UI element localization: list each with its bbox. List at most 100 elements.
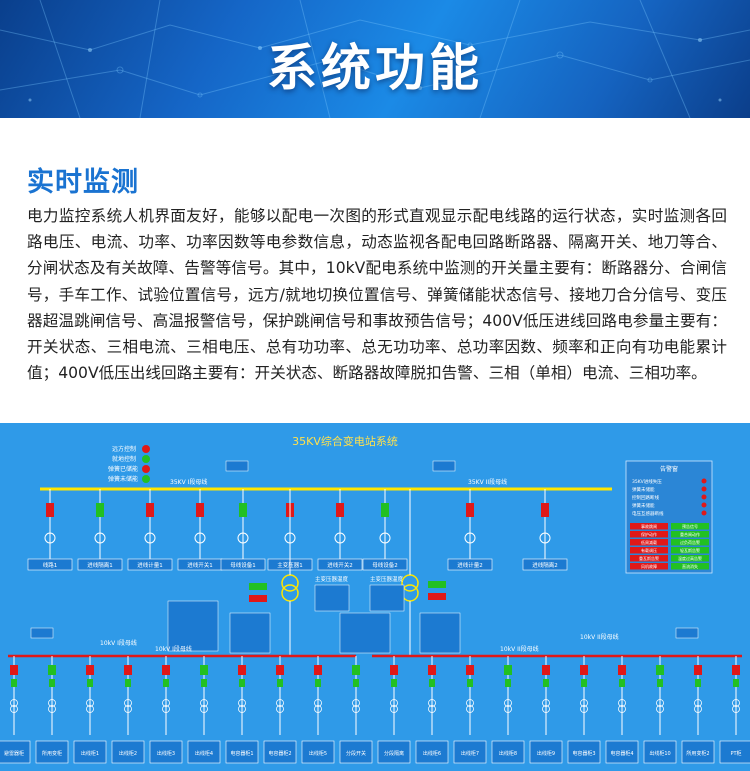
top-feeder-label: 母线设备2 <box>372 561 398 569</box>
bottom-feeder: 出线柜5 <box>301 656 335 764</box>
breaker[interactable] <box>46 503 54 517</box>
alarm-status-label: 风机故障 <box>641 563 657 569</box>
breaker[interactable] <box>732 665 740 675</box>
breaker[interactable] <box>466 503 474 517</box>
breaker[interactable] <box>86 665 94 675</box>
bottom-feeder-label: 出线柜3 <box>157 750 175 757</box>
bus-10kv-ii-label: 10kV II段母线 <box>580 633 619 641</box>
top-feeder: 进线隔离2 <box>522 489 568 571</box>
top-feeder-label: 进线计量1 <box>137 561 163 569</box>
transformer-1: 主变压器温度 <box>249 489 350 655</box>
breaker[interactable] <box>196 503 204 517</box>
legend-uncharged: 弹簧未储能 <box>108 475 138 483</box>
meter-block-left <box>167 600 219 652</box>
breaker[interactable] <box>580 665 588 675</box>
alarm-status-cell <box>630 531 668 538</box>
bottom-feeder-label: 电容器柜3 <box>572 750 595 757</box>
breaker[interactable] <box>542 665 550 675</box>
bottom-feeder: 出线柜3 <box>149 656 183 764</box>
meter-block-right <box>339 612 391 654</box>
alarm-lamp <box>701 502 707 508</box>
scada-title: 35KV综合变电站系统 <box>292 434 398 448</box>
top-feeder: 母线设备2 <box>362 489 408 571</box>
breaker[interactable] <box>276 665 284 675</box>
top-feeder: 进线隔离1 <box>77 489 123 571</box>
alarm-status-cell <box>630 547 668 554</box>
breaker[interactable] <box>162 665 170 675</box>
bottom-feeder-label: 所用变柜2 <box>686 750 709 757</box>
alarm-status-label: 温度过高告警 <box>678 555 702 561</box>
bottom-feeder: 所用变柜2 <box>681 656 715 764</box>
bottom-feeder: 出线柜8 <box>491 656 525 764</box>
top-feeder: 进线开关2 <box>317 489 363 571</box>
top-feeder: 线路1 <box>27 489 73 571</box>
top-feeder-label: 母线设备1 <box>230 561 256 569</box>
alarm-lamp <box>701 494 707 500</box>
legend-uncharged-lamp <box>142 475 150 483</box>
bus-35kv-ii-label: 35KV II段母线 <box>468 478 507 486</box>
bottom-feeder: 出线柜6 <box>415 656 449 764</box>
bottom-feeder: 出线柜9 <box>529 656 563 764</box>
bottom-feeder: 电容器柜2 <box>263 656 297 764</box>
breaker[interactable] <box>504 665 512 675</box>
bottom-feeder-label: 出线柜4 <box>195 750 213 757</box>
bus-10kv-i-label-b: 10kV I段母线 <box>155 645 192 653</box>
top-feeder: 进线开关1 <box>177 489 223 571</box>
bottom-feeder-label: 分段开关 <box>346 750 366 757</box>
alarm-row: 电压互感器断线 <box>632 510 664 517</box>
legend-local: 就地控制 <box>112 455 136 463</box>
breaker[interactable] <box>146 503 154 517</box>
breaker[interactable] <box>381 503 389 517</box>
top-feeder-label: 进线计量2 <box>457 561 483 569</box>
breaker[interactable] <box>124 665 132 675</box>
bus-10kv-i-label: 10kV I段母线 <box>100 639 137 647</box>
alarm-lamp <box>701 478 707 484</box>
breaker[interactable] <box>656 665 664 675</box>
bottom-feeder-label: 出线柜6 <box>423 750 441 757</box>
meter-block-mid-right <box>419 612 461 654</box>
alarm-status-cell <box>671 523 709 530</box>
breaker[interactable] <box>239 503 247 517</box>
breaker[interactable] <box>96 503 104 517</box>
bottom-feeder: 出线柜7 <box>453 656 487 764</box>
bottom-feeder: 分段开关 <box>339 656 373 764</box>
breaker[interactable] <box>428 665 436 675</box>
scada-one-line-diagram: 35KV综合变电站系统 远方控制 就地控制 弹簧已储能 弹簧未储能 35KV I… <box>0 434 750 764</box>
breaker[interactable] <box>352 665 360 675</box>
breaker[interactable] <box>618 665 626 675</box>
alarm-status-cell <box>630 523 668 530</box>
bottom-feeder-label: 出线柜8 <box>499 750 517 757</box>
alarm-status-cell <box>671 555 709 562</box>
bottom-feeder-label: 分段隔离 <box>384 750 404 757</box>
alarm-status-label: 过负荷告警 <box>680 539 700 545</box>
breaker[interactable] <box>200 665 208 675</box>
bottom-feeder-label: 出线柜10 <box>649 750 670 757</box>
alarm-status-cell <box>630 539 668 546</box>
alarm-lamp <box>701 486 707 492</box>
breaker[interactable] <box>466 665 474 675</box>
bottom-feeder-label: PT柜 <box>730 750 741 757</box>
breaker[interactable] <box>10 665 18 675</box>
top-feeder-label: 进线开关1 <box>187 561 213 569</box>
bottom-feeder: 分段隔离 <box>377 656 411 764</box>
bottom-feeder: 电容器柜4 <box>605 656 639 764</box>
legend-local-lamp <box>142 455 150 463</box>
alarm-status-label: 轻瓦斯告警 <box>680 547 700 553</box>
breaker[interactable] <box>336 503 344 517</box>
bottom-feeder-label: 出线柜5 <box>309 750 327 757</box>
breaker[interactable] <box>314 665 322 675</box>
top-feeder: 母线设备1 <box>220 489 266 571</box>
breaker[interactable] <box>541 503 549 517</box>
breaker[interactable] <box>48 665 56 675</box>
alarm-status-label: 低周减载 <box>641 539 657 545</box>
breaker[interactable] <box>694 665 702 675</box>
alarm-status-label: 有载调压 <box>641 547 657 553</box>
bottom-feeder-label: 电容器柜2 <box>268 750 291 757</box>
legend-charged-lamp <box>142 465 150 473</box>
breaker[interactable] <box>390 665 398 675</box>
bus-meter-1 <box>225 460 249 472</box>
alarm-status-cell <box>671 547 709 554</box>
breaker[interactable] <box>238 665 246 675</box>
top-feeder-label: 进线开关2 <box>327 561 353 569</box>
